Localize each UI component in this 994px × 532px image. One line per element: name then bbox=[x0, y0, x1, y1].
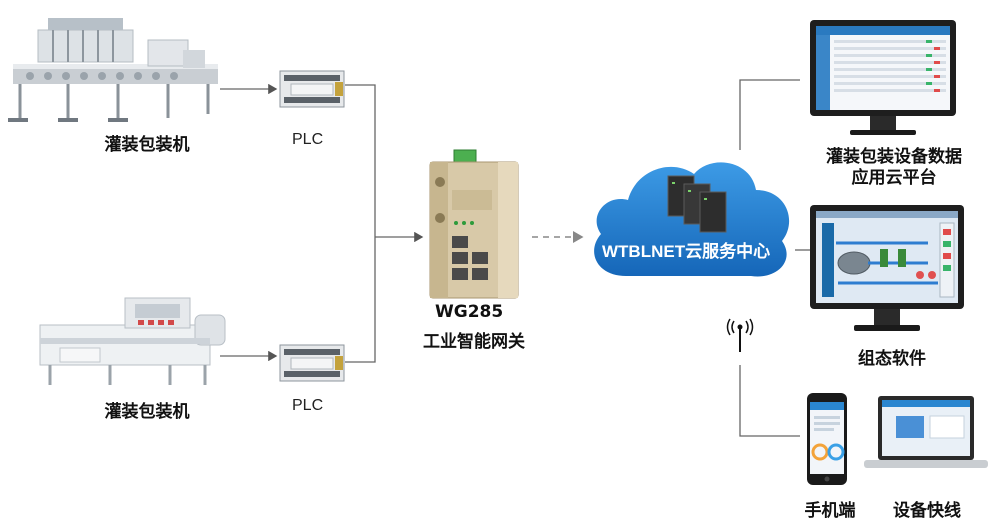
plc-bottom-device bbox=[279, 344, 345, 382]
scada-monitor bbox=[810, 205, 964, 331]
gateway-name-label: 工业智能网关 bbox=[423, 332, 525, 352]
machine-top-label: 灌装包装机 bbox=[104, 135, 190, 155]
scada-label: 组态软件 bbox=[858, 349, 926, 369]
antenna-icon bbox=[726, 318, 754, 352]
machine-bottom-label: 灌装包装机 bbox=[104, 402, 190, 422]
gateway-device bbox=[429, 149, 519, 299]
laptop bbox=[864, 396, 988, 468]
platform-monitor bbox=[810, 20, 956, 135]
mobile-label: 手机端 bbox=[804, 501, 856, 521]
laptop-label: 设备快线 bbox=[893, 501, 961, 521]
gateway-model-label: WG285 bbox=[435, 302, 504, 322]
mobile-phone bbox=[807, 393, 847, 485]
server-icon bbox=[667, 175, 727, 233]
plc-top-device bbox=[279, 70, 345, 108]
filling-machine-top bbox=[8, 18, 218, 122]
plc-bottom-label: PLC bbox=[292, 397, 324, 414]
platform-label-line2: 应用云平台 bbox=[851, 168, 937, 188]
platform-label-line1: 灌装包装设备数据 bbox=[826, 147, 962, 167]
cloud-service bbox=[594, 162, 790, 277]
cloud-label: WTBLNET云服务中心 bbox=[602, 242, 771, 261]
plc-top-label: PLC bbox=[292, 131, 324, 148]
filling-machine-bottom bbox=[39, 297, 226, 385]
cloud-to-clients-bus bbox=[739, 79, 810, 437]
plc-to-gateway-bus bbox=[345, 84, 424, 363]
